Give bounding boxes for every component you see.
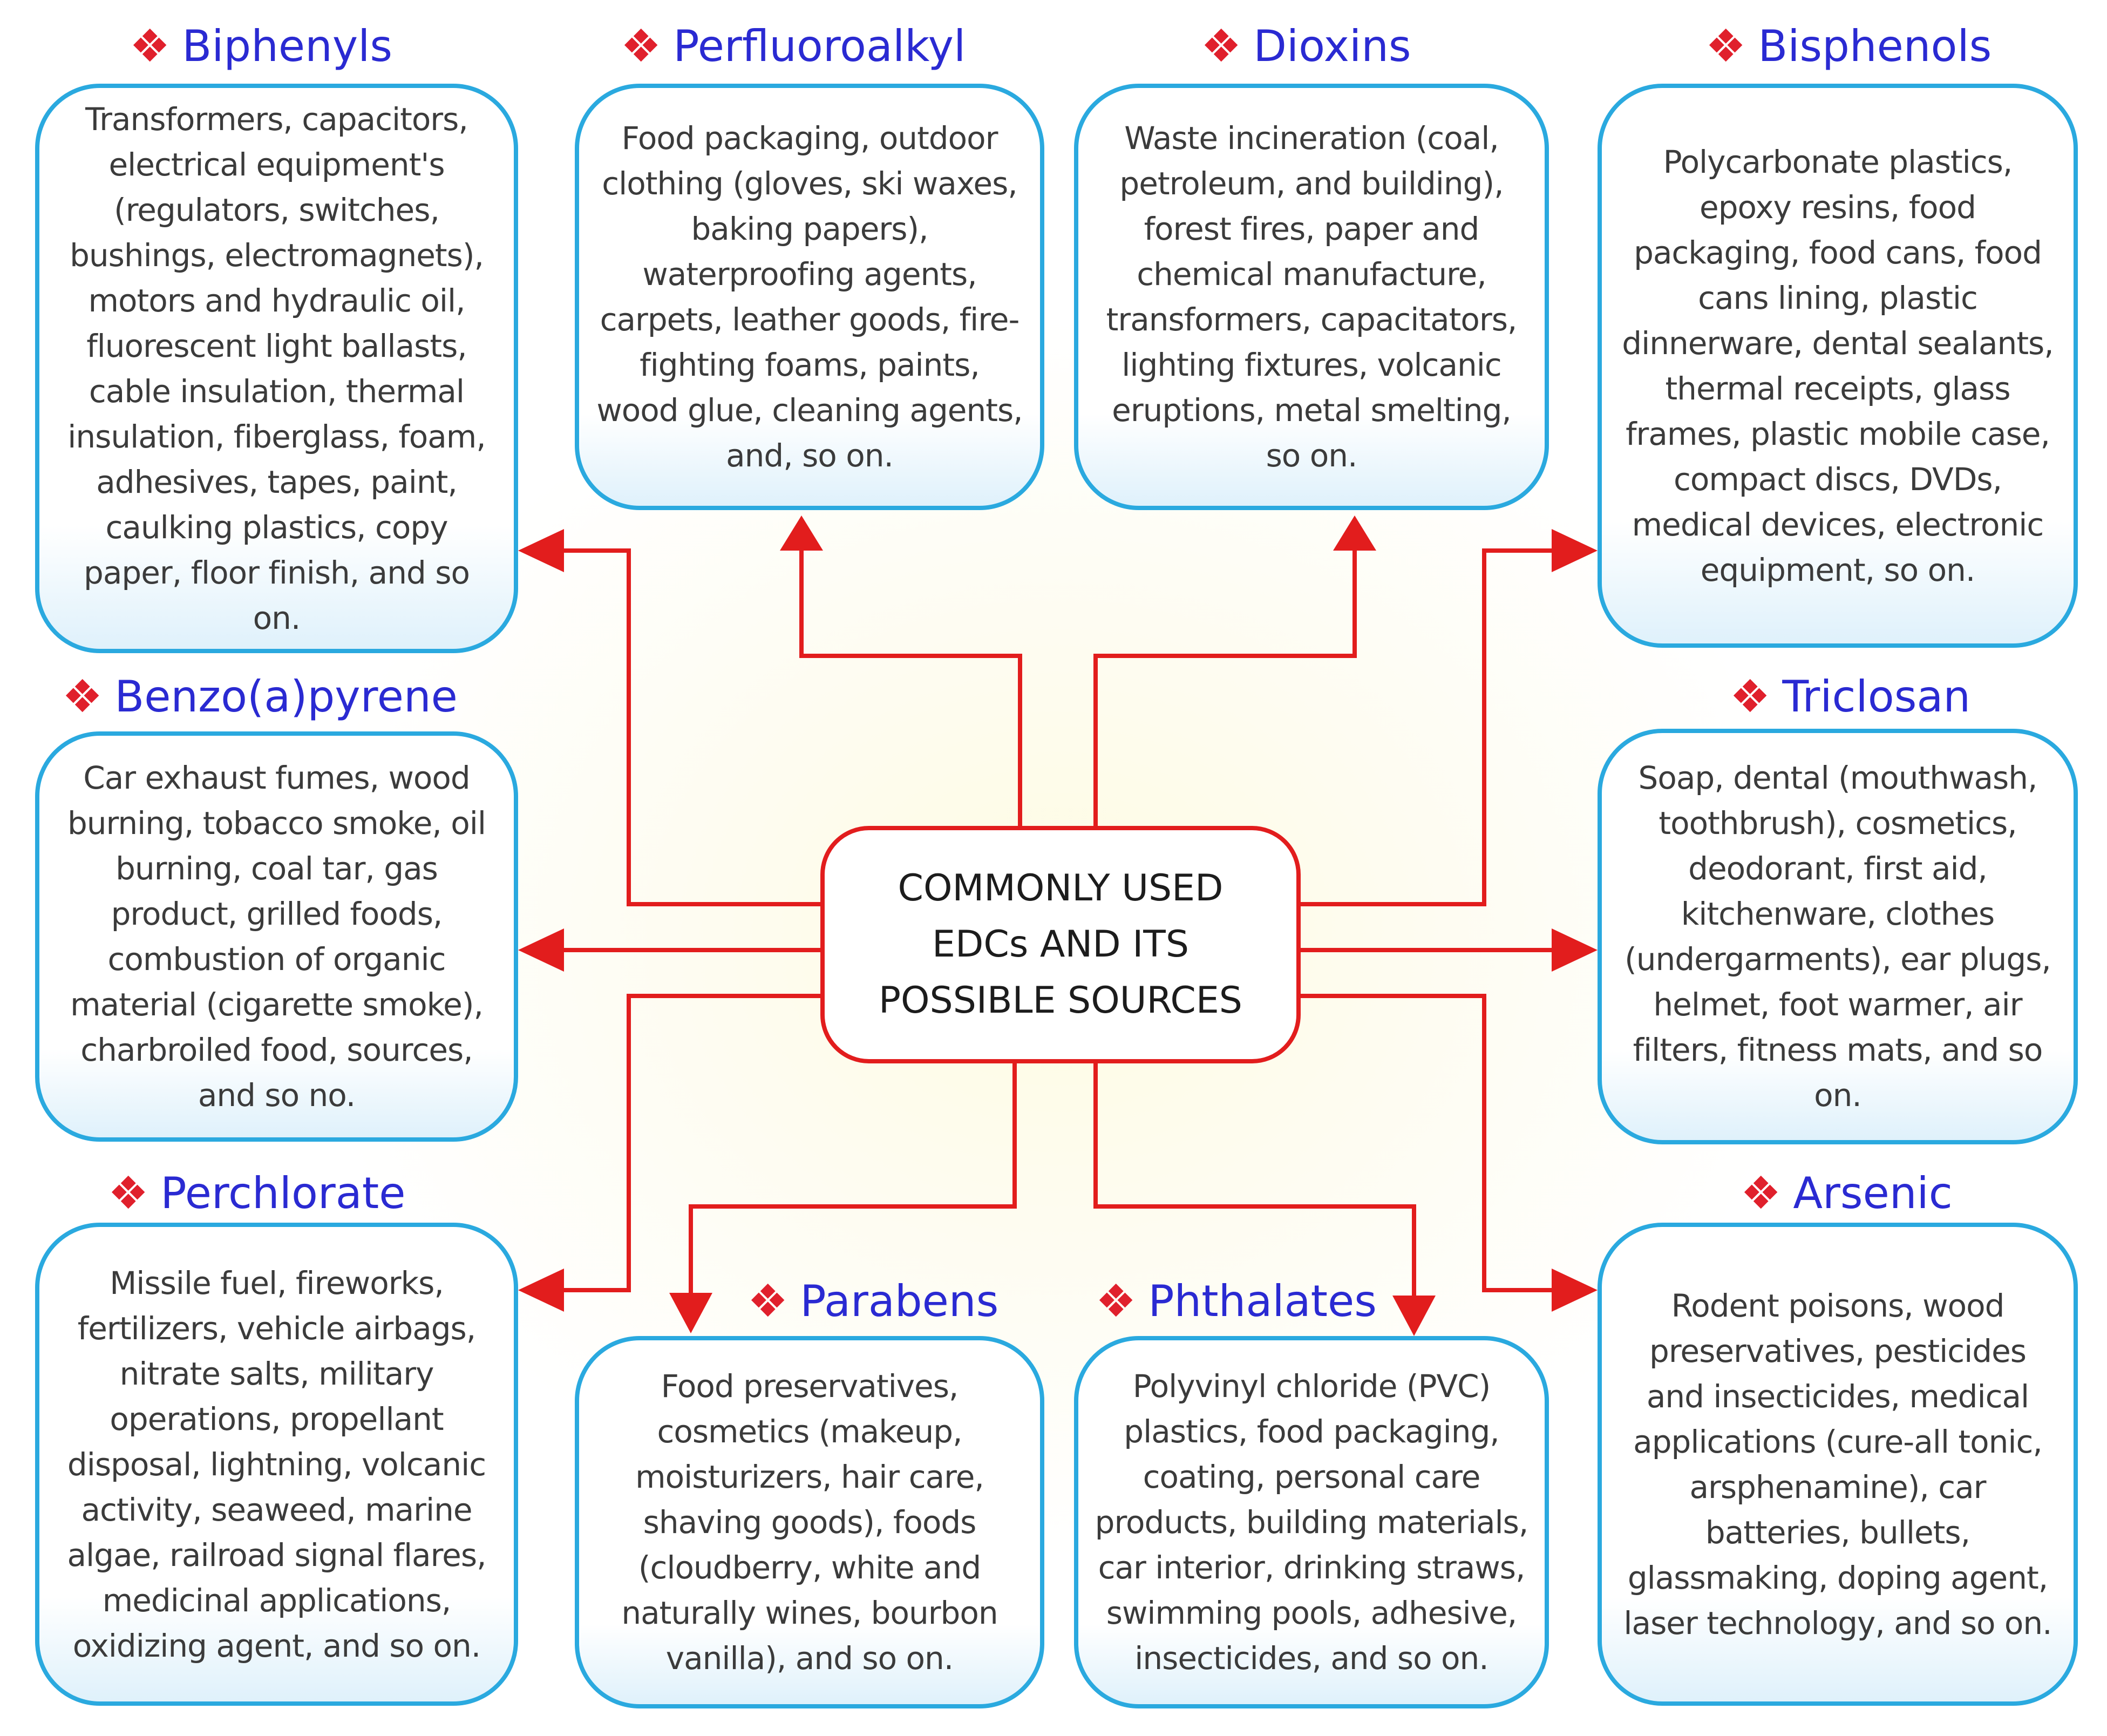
- title-dioxins-text: Dioxins: [1253, 21, 1411, 71]
- box-triclosan: Soap, dental (mouthwash, toothbrush), co…: [1598, 729, 2078, 1144]
- title-perchlorate: ❖ Perchlorate: [108, 1166, 405, 1220]
- bullet-icon: ❖: [108, 1167, 149, 1219]
- arrowhead-benzopyrene: [518, 928, 564, 972]
- bullet-icon: ❖: [1705, 19, 1746, 72]
- title-phthalates-text: Phthalates: [1148, 1276, 1377, 1326]
- title-parabens-text: Parabens: [800, 1276, 999, 1326]
- title-dioxins: ❖ Dioxins: [1201, 19, 1411, 73]
- bullet-icon: ❖: [1741, 1167, 1782, 1219]
- arrowhead-phthalates: [1392, 1296, 1436, 1336]
- arrow-arsenic: [1301, 994, 1554, 1292]
- title-arsenic: ❖ Arsenic: [1741, 1166, 1953, 1220]
- center-line-1: COMMONLY USED: [898, 867, 1224, 910]
- bullet-icon: ❖: [1096, 1274, 1137, 1327]
- box-phthalates: Polyvinyl chloride (PVC) plastics, food …: [1074, 1336, 1549, 1708]
- title-triclosan: ❖ Triclosan: [1730, 669, 1970, 723]
- box-perchlorate: Missile fuel, fireworks, fertilizers, ve…: [35, 1223, 518, 1706]
- sources-dioxins: Waste incineration (coal, petroleum, and…: [1106, 120, 1518, 474]
- arrow-bisphenols: [1301, 548, 1554, 906]
- title-biphenyls: ❖ Biphenyls: [130, 19, 392, 73]
- arrowhead-biphenyls: [518, 529, 564, 572]
- arrow-phthalates: [1093, 1063, 1416, 1298]
- sources-benzopyrene: Car exhaust fumes, wood burning, tobacco…: [67, 760, 486, 1114]
- bullet-icon: ❖: [1730, 670, 1771, 723]
- arrowhead-perfluoroalkyl: [780, 516, 823, 551]
- sources-perfluoroalkyl: Food packaging, outdoor clothing (gloves…: [596, 120, 1023, 474]
- center-line-3: POSSIBLE SOURCES: [879, 979, 1242, 1022]
- arrowhead-parabens: [669, 1293, 712, 1333]
- sources-phthalates: Polyvinyl chloride (PVC) plastics, food …: [1095, 1368, 1529, 1677]
- bullet-icon: ❖: [1201, 19, 1242, 72]
- sources-biphenyls: Transformers, capacitors, electrical equ…: [67, 100, 486, 636]
- bullet-icon: ❖: [62, 670, 103, 723]
- title-biphenyls-text: Biphenyls: [182, 21, 393, 71]
- title-triclosan-text: Triclosan: [1782, 671, 1971, 722]
- title-bisphenols: ❖ Bisphenols: [1705, 19, 1992, 73]
- box-parabens: Food preservatives, cosmetics (makeup, m…: [575, 1336, 1044, 1708]
- box-dioxins: Waste incineration (coal, petroleum, and…: [1074, 84, 1549, 510]
- center-label: COMMONLY USED EDCs AND ITS POSSIBLE SOUR…: [879, 860, 1242, 1029]
- sources-arsenic: Rodent poisons, wood preservatives, pest…: [1623, 1287, 2052, 1642]
- box-arsenic: Rodent poisons, wood preservatives, pest…: [1598, 1223, 2078, 1706]
- sources-perchlorate: Missile fuel, fireworks, fertilizers, ve…: [67, 1264, 486, 1664]
- title-phthalates: ❖ Phthalates: [1096, 1274, 1377, 1328]
- arrowhead-arsenic: [1552, 1269, 1598, 1312]
- bullet-icon: ❖: [130, 19, 171, 72]
- title-perfluoroalkyl: ❖ Perfluoroalkyl: [621, 19, 966, 73]
- title-benzopyrene: ❖ Benzo(a)pyrene: [62, 669, 458, 723]
- title-arsenic-text: Arsenic: [1793, 1168, 1953, 1218]
- box-biphenyls: Transformers, capacitors, electrical equ…: [35, 84, 518, 653]
- title-bisphenols-text: Bisphenols: [1758, 21, 1992, 71]
- bullet-icon: ❖: [621, 19, 662, 72]
- arrowhead-triclosan: [1552, 928, 1598, 972]
- center-line-2: EDCs AND ITS: [932, 923, 1189, 966]
- bullet-icon: ❖: [747, 1274, 789, 1327]
- arrow-parabens: [689, 1063, 1017, 1296]
- box-perfluoroalkyl: Food packaging, outdoor clothing (gloves…: [575, 84, 1044, 510]
- arrowhead-perchlorate: [518, 1269, 564, 1312]
- arrow-perfluoroalkyl: [799, 548, 1022, 826]
- title-perchlorate-text: Perchlorate: [160, 1168, 406, 1218]
- box-benzopyrene: Car exhaust fumes, wood burning, tobacco…: [35, 731, 518, 1142]
- title-benzopyrene-text: Benzo(a)pyrene: [114, 671, 458, 722]
- arrow-biphenyls: [561, 548, 820, 906]
- title-parabens: ❖ Parabens: [747, 1274, 998, 1328]
- sources-parabens: Food preservatives, cosmetics (makeup, m…: [621, 1368, 998, 1677]
- sources-triclosan: Soap, dental (mouthwash, toothbrush), co…: [1625, 760, 2051, 1114]
- arrowhead-dioxins: [1333, 516, 1376, 551]
- arrow-dioxins: [1093, 548, 1357, 826]
- arrow-perchlorate: [561, 994, 820, 1292]
- box-bisphenols: Polycarbonate plastics, epoxy resins, fo…: [1598, 84, 2078, 648]
- arrowhead-bisphenols: [1552, 529, 1598, 572]
- sources-bisphenols: Polycarbonate plastics, epoxy resins, fo…: [1622, 143, 2054, 588]
- center-box: COMMONLY USED EDCs AND ITS POSSIBLE SOUR…: [820, 826, 1301, 1063]
- title-perfluoroalkyl-text: Perfluoroalkyl: [673, 21, 966, 71]
